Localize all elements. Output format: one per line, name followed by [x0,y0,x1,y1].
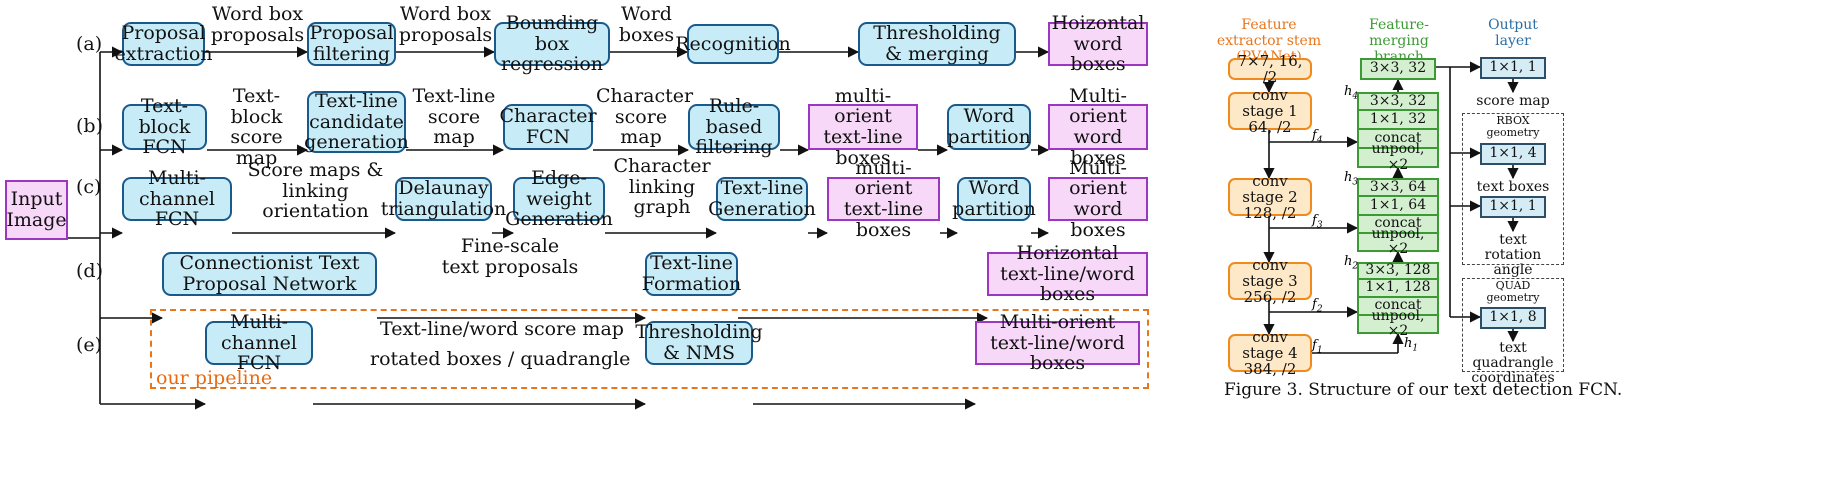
edge-label-word-box-proposals-2: Word box proposals [398,3,493,46]
edge-label-word-boxes: Word boxes [618,3,675,46]
box-character-fcn: Character FCN [499,104,597,150]
h2-label: h2 [1344,254,1359,272]
edge-label-character-score-map: Character score map [596,85,694,149]
feature-f4: f4 [1312,128,1323,146]
merge-g3-unpool: unpool, ×2 [1357,308,1439,339]
box-text-block-fcn: Text-block FCN [122,96,207,157]
box-text-line-candidate-generation: Text-line candidate generation [304,90,409,154]
row-label-c: (c) [76,176,102,198]
box-multi-orient-word-boxes-c: Multi-orient word boxes [1048,158,1148,240]
merge-g2-conv3: 3×3, 64 [1357,178,1439,197]
edge-label-text-line-word-score-map: Text-line/word score map [380,318,624,340]
stem-conv-stage-1: conv stage 1 64, /2 [1228,87,1312,135]
figure-caption: Figure 3. Structure of our text detectio… [1224,380,1623,400]
merge-g1-conv3: 3×3, 32 [1357,92,1439,111]
stem-conv-stage-2: conv stage 2 128, /2 [1228,173,1312,221]
merge-g2-unpool: unpool, ×2 [1357,226,1439,257]
box-multi-orient-text-line-boxes-b: multi-orient text-line boxes [808,86,918,168]
our-pipeline-label: our pipeline [156,367,273,389]
stem-conv-stage-3: conv stage 3 256, /2 [1228,257,1312,305]
box-bounding-box-regression: Bounding box regression [494,13,610,74]
box-text-line-formation: Text-line Formation [641,252,742,296]
merge-g3-conv3: 3×3, 128 [1357,262,1439,280]
row-label-d: (d) [76,260,103,282]
stem-conv-stage-4: conv stage 4 384, /2 [1228,329,1312,377]
box-thresholding-nms: Thresholding & NMS [635,321,763,365]
merge-g1-conv1: 1×1, 32 [1357,111,1439,130]
merge-g1-unpool: unpool, ×2 [1357,142,1439,172]
quad-geometry-title: QUAD geometry [1486,279,1540,304]
box-proposal-filtering: Proposal filtering [307,22,396,66]
merge-g3-conv1: 1×1, 128 [1357,280,1439,298]
box-rule-based-filtering: Rule-based filtering [688,96,780,157]
box-ctpn: Connectionist Text Proposal Network [162,252,377,296]
output-rbox-conv-4: 1×1, 4 [1480,143,1546,165]
input-image-box: Input Image [5,180,68,240]
output-text-rotation-angle-label: text rotation angle [1484,232,1542,279]
edge-label-score-maps-linking: Score maps & linking orientation [247,159,384,223]
quad-geometry-frame [1462,278,1564,372]
box-multi-orient-text-line-word-boxes-e: Multi-orient text-line/word boxes [975,312,1140,373]
edge-label-character-linking-graph: Character linking graph [613,155,711,219]
merge-g2-concat: concat [1357,216,1439,234]
our-pipeline-frame [150,309,1149,389]
output-text-quadrangle-label: text quadrangle coordinates [1471,340,1555,387]
output-score-map-label: score map [1476,93,1550,109]
edge-label-text-block-score-map: Text-block score map [230,85,283,169]
row-label-b: (b) [76,115,103,137]
header-output-layer: Output layer [1488,17,1538,50]
rbox-geometry-frame [1462,113,1564,265]
stem-7x7: 7×7, 16, /2 [1228,53,1312,85]
edge-label-rotated-boxes-quadrangle: rotated boxes / quadrangle [370,348,631,370]
box-multi-channel-fcn-c: Multi-channel FCN [122,168,232,229]
box-horizontal-text-line-word-boxes: Horizontal text-line/word boxes [987,243,1148,304]
rbox-geometry-title: RBOX geometry [1486,114,1540,139]
feature-f3: f3 [1312,213,1323,231]
merge-top-3x3-32: 3×3, 32 [1360,58,1436,80]
box-edge-weight-generation: Edge-weight Generation [505,167,613,231]
feature-f1: f1 [1312,338,1323,356]
box-delaunay-triangulation: Delaunay triangulation [380,177,507,221]
output-rbox-conv-1: 1×1, 1 [1480,196,1546,218]
output-score-conv: 1×1, 1 [1480,57,1546,79]
output-text-boxes-label: text boxes [1476,179,1550,195]
h4-label: h4 [1344,84,1359,102]
box-thresholding-merging: Thresholding & merging [858,22,1016,66]
box-word-partition-b: Word partition [947,104,1031,150]
box-word-partition-c: Word partition [952,177,1036,221]
row-label-e: (e) [76,334,103,356]
edge-label-text-line-score-map: Text-line score map [412,85,496,149]
box-multi-orient-text-line-boxes-c: multi-orient text-line boxes [827,158,940,240]
box-multi-orient-word-boxes-b: Multi-orient word boxes [1048,86,1148,168]
feature-f2: f2 [1312,297,1323,315]
output-quad-conv-8: 1×1, 8 [1480,307,1546,329]
h3-label: h3 [1344,170,1359,188]
box-multi-channel-fcn-e: Multi-channel FCN [205,312,313,373]
edge-label-fine-scale-text-proposals: Fine-scale text proposals [441,235,579,278]
row-label-a: (a) [76,33,103,55]
box-proposal-extraction: Proposal extraction [114,22,213,66]
box-horizontal-word-boxes: Hoizontal word boxes [1048,13,1148,74]
merge-g2-conv1: 1×1, 64 [1357,197,1439,216]
box-recognition: Recognition [675,24,791,64]
edge-label-word-box-proposals-1: Word box proposals [210,3,305,46]
merge-g1-concat: concat [1357,130,1439,149]
h1-label: h1 [1404,336,1419,354]
box-text-line-generation: Text-line Generation [708,177,816,221]
merge-g3-concat: concat [1357,298,1439,316]
